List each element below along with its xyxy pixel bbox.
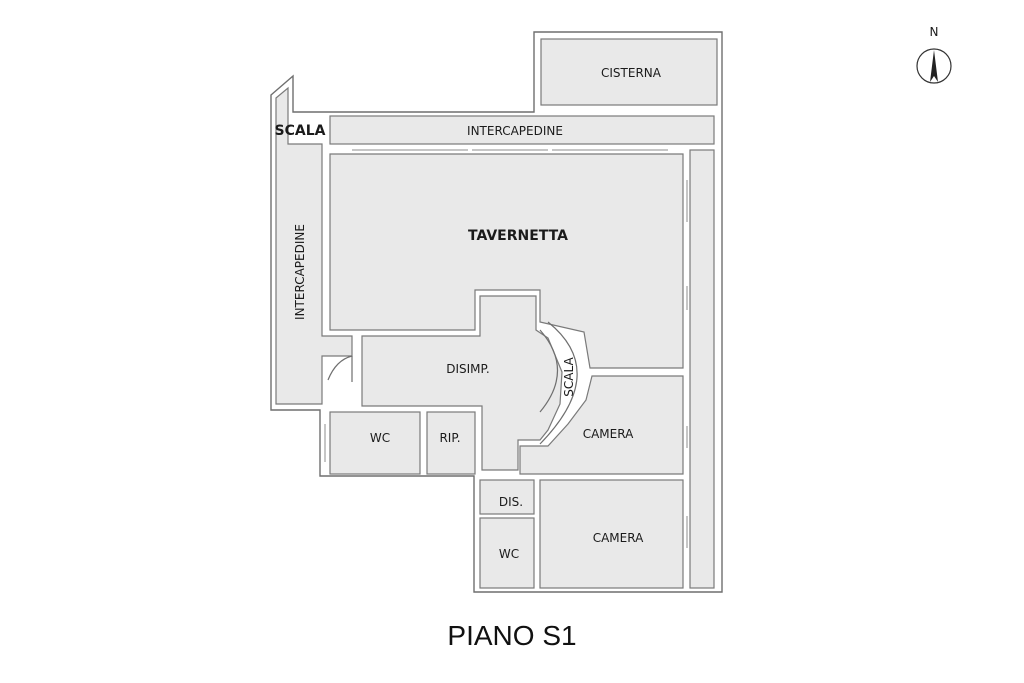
label-scala-top: SCALA [275, 123, 326, 139]
label-wc-bottom: WC [499, 547, 519, 561]
label-camera-lower: CAMERA [593, 531, 644, 545]
label-wc-left: WC [370, 431, 390, 445]
label-dis: DIS. [499, 495, 523, 509]
label-intercapedine-top: INTERCAPEDINE [467, 124, 563, 138]
label-camera-upper: CAMERA [583, 427, 634, 441]
stair-arc-outer [539, 321, 578, 445]
room-camera-lower [539, 479, 684, 589]
compass-label: N [930, 25, 939, 39]
label-cisterna: CISTERNA [601, 66, 662, 80]
label-scala-stair: SCALA [562, 357, 576, 397]
room-wc-bottom [479, 517, 535, 589]
room-intercapedine-top [329, 115, 715, 145]
stair-arc-inner [539, 329, 559, 413]
room-disimp [361, 295, 563, 471]
label-tavernetta: TAVERNETTA [468, 228, 568, 244]
room-dis [479, 479, 535, 515]
label-rip: RIP. [439, 431, 460, 445]
door-swing [327, 355, 353, 381]
room-tavernetta [329, 153, 684, 369]
room-wc-left [329, 411, 421, 475]
north-arrow: N [916, 25, 952, 84]
room-cisterna [540, 38, 718, 106]
room-camera-upper [519, 375, 684, 475]
floor-title: PIANO S1 [447, 620, 577, 651]
room-rip [426, 411, 476, 475]
compass-needle [930, 50, 938, 82]
compass-circle [916, 48, 952, 84]
label-disimp: DISIMP. [446, 362, 489, 376]
label-intercapedine-side: INTERCAPEDINE [293, 224, 307, 320]
room-intercapedine-side [275, 86, 353, 405]
room-intercapedine-right [689, 149, 715, 589]
